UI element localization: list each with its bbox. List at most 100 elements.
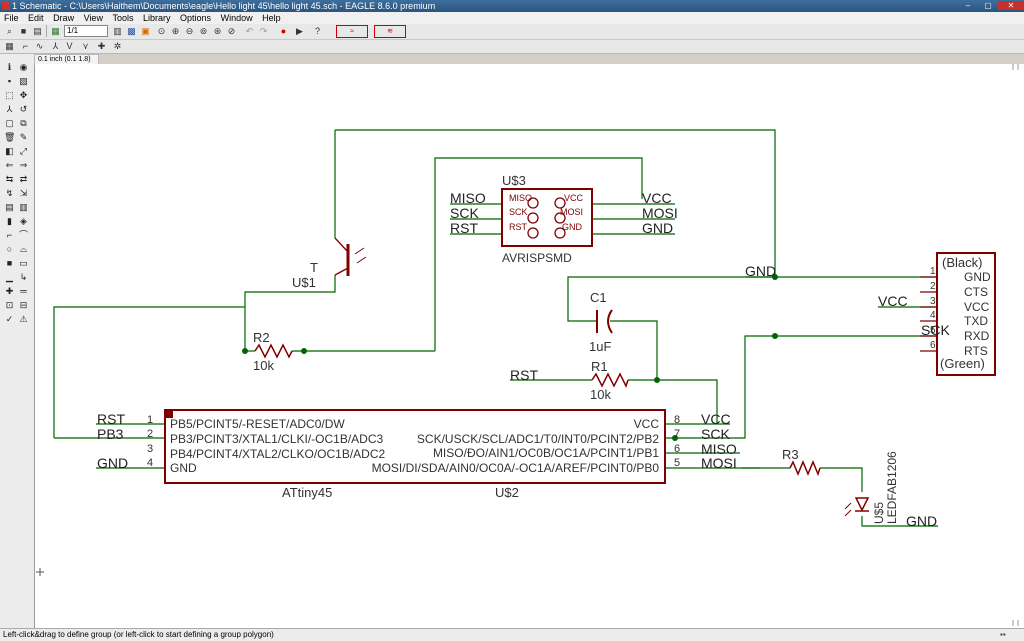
redo-icon[interactable]: ↷ [259,26,268,36]
resistor-r1[interactable]: R1 10k [590,359,629,402]
split-icon[interactable]: ⇐ [5,160,14,170]
u3-pad [554,212,566,224]
wire-bend-icon[interactable]: ∿ [35,41,44,51]
zoom-last-icon[interactable]: ⊘ [227,26,236,36]
design-link-icon[interactable]: ≈ [336,25,368,38]
sheet-select[interactable]: 1/1 [64,25,108,37]
menu-window[interactable]: Window [220,13,253,23]
settings-icon[interactable]: ✲ [113,41,122,51]
rotate-icon[interactable]: ↺ [19,104,28,114]
rectangle-icon[interactable]: ■ [6,258,13,268]
menu-options[interactable]: Options [180,13,212,23]
ftdi-pin-num: 1 [930,266,936,277]
schematic-canvas[interactable]: MISO VCC SCK MOSI RST GND U$3 AVRISPSMD … [35,64,1024,628]
bend-style-icon[interactable]: ⌐ [22,41,29,51]
zoom-out-icon[interactable]: ⊖ [185,26,194,36]
schematic-svg[interactable]: MISO VCC SCK MOSI RST GND U$3 AVRISPSMD … [35,64,1024,628]
menu-library[interactable]: Library [143,13,171,23]
errors-icon[interactable]: ⊟ [19,300,28,310]
resistor-r2[interactable]: R2 10k [253,330,293,373]
arc-icon[interactable]: ⌒ [18,230,28,240]
board-icon[interactable]: ▦ [51,26,60,36]
label-icon[interactable]: ═ [20,286,27,296]
cam-icon[interactable]: ▣ [141,26,150,36]
maximize-button[interactable]: ▢ [984,1,992,10]
cross-icon[interactable]: ✚ [97,41,106,51]
open-icon[interactable]: ⌕ [6,26,13,36]
stop-icon[interactable]: ● [280,26,287,36]
net-icon[interactable]: ↳ [19,272,28,282]
optimize-icon[interactable]: ⇲ [19,188,28,198]
eye-icon[interactable]: ◉ [19,62,28,72]
print-icon[interactable]: ▤ [33,26,42,36]
group-move-icon[interactable]: ⬚ [5,90,14,100]
delete-icon[interactable]: 🗑 [4,132,16,142]
phototransistor-u1[interactable]: T U$1 [292,237,367,290]
script-icon[interactable]: ▥ [113,26,122,36]
edit-icon[interactable]: ✎ [19,132,28,142]
smash-icon[interactable]: ▮ [7,216,12,226]
save-icon[interactable]: ■ [20,26,27,36]
undo-icon[interactable]: ↶ [245,26,254,36]
move-icon[interactable]: ✥ [19,90,28,100]
zoom-fit-icon[interactable]: ⊙ [157,26,166,36]
menu-draw[interactable]: Draw [53,13,75,23]
menu-file[interactable]: File [4,13,19,23]
value-icon[interactable]: ▥ [19,202,28,212]
paste-icon[interactable]: ⧉ [20,118,27,128]
attiny-pin-num: 6 [674,443,680,455]
help-icon[interactable]: ? [314,26,320,36]
replace-icon[interactable]: ↯ [5,188,14,198]
menu-edit[interactable]: Edit [28,13,44,23]
bus-icon[interactable]: ▁ [6,272,13,282]
r1-body [591,372,629,388]
erc-icon[interactable]: ⊡ [5,300,14,310]
info-icon[interactable]: ℹ [7,62,12,72]
minimize-button[interactable]: – [965,1,971,10]
polygon-icon[interactable]: ⌓ [19,244,28,254]
zoom-select-icon[interactable]: ⊛ [213,26,222,36]
v-bend-icon[interactable]: V [66,41,73,51]
wire-sck [665,335,936,439]
avrisp-u3[interactable]: MISO VCC SCK MOSI RST GND U$3 AVRISPSMD [501,173,593,265]
resistor-r3[interactable]: R3 [782,447,821,477]
mirror-icon[interactable]: ⅄ [6,104,13,114]
resize-icon[interactable]: ⤢ [19,146,28,156]
grid-icon[interactable]: ▦ [5,41,14,51]
u3-pin-label: GND [562,222,583,232]
net-label: MOSI [701,455,737,471]
led-u5[interactable]: U$5 LEDFAB1206 [844,451,899,524]
text-icon[interactable]: ▭ [19,258,28,268]
miter-icon[interactable]: ⅄ [52,41,59,51]
change-icon[interactable]: ◧ [5,146,14,156]
copy-icon[interactable]: ▢ [5,118,14,128]
zoom-in-icon[interactable]: ⊕ [171,26,180,36]
name-icon[interactable]: ▤ [5,202,14,212]
go-icon[interactable]: ▶ [296,26,303,36]
check-icon[interactable]: ✓ [5,314,14,324]
capacitor-c1[interactable]: C1 1uF [589,290,613,354]
menu-help[interactable]: Help [262,13,281,23]
join-icon[interactable]: ⇒ [19,160,28,170]
miter-icon[interactable]: ◈ [20,216,27,226]
wire-u3-right [592,203,675,235]
attiny-pin-name: GND [170,461,197,475]
style-icon[interactable]: ⋎ [82,41,89,51]
line-icon[interactable]: ⌐ [6,230,13,240]
menu-tools[interactable]: Tools [112,13,134,23]
group-icon[interactable]: ▧ [19,76,28,86]
warning-icon[interactable]: ⚠ [19,314,28,324]
close-button[interactable]: ✕ [998,1,1024,10]
gateswap-icon[interactable]: ⇄ [19,174,28,184]
ftdi-header[interactable]: (Black) (Green) 1 2 3 4 5 6 GND CTS VCC … [920,252,996,376]
attiny45-u2[interactable]: PB5/PCINT5/-RESET/ADC0/DW PB3/PCINT3/XTA… [147,409,680,500]
attiny-pin-num: 1 [147,414,153,426]
ltspice-icon[interactable]: ≋ [374,25,406,38]
pinswap-icon[interactable]: ⇆ [5,174,14,184]
circle-icon[interactable]: ○ [6,244,13,254]
select-icon[interactable]: ▪ [7,76,12,86]
menu-view[interactable]: View [83,13,103,23]
junction-icon[interactable]: ✚ [5,286,14,296]
ulp-icon[interactable]: ▩ [127,26,136,36]
zoom-redraw-icon[interactable]: ⊚ [199,26,208,36]
